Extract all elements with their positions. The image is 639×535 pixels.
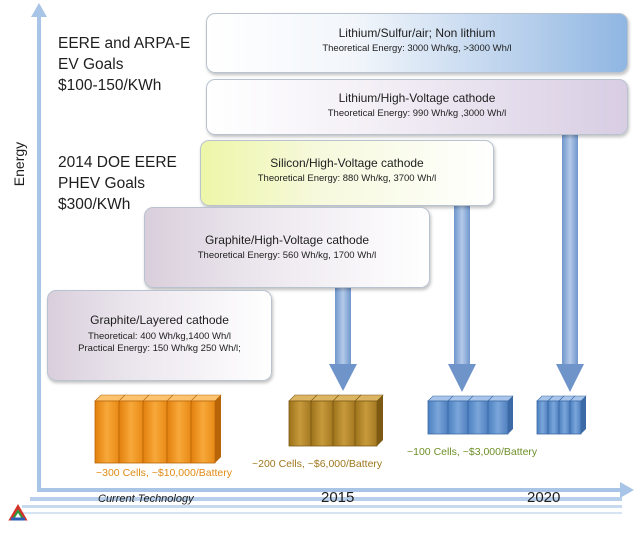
graphite-high-voltage-box: Graphite/High-Voltage cathode Theoretica… <box>144 207 430 288</box>
ev-goals-line1: EERE and ARPA-E <box>58 35 191 52</box>
silicon-high-voltage-box: Silicon/High-Voltage cathode Theoretical… <box>200 140 494 206</box>
battery-2015-caption: ~200 Cells, ~$6,000/Battery <box>252 458 383 470</box>
battery-2020-caption: ~100 Cells, ~$3,000/Battery <box>407 446 538 458</box>
battery-cell <box>332 394 362 447</box>
graphite-high-voltage-title: Graphite/High-Voltage cathode <box>204 233 370 247</box>
lithium-high-voltage-box: Lithium/High-Voltage cathode Theoretical… <box>206 79 628 135</box>
battery-pack-2015 <box>288 394 384 447</box>
x-label-2020: 2020 <box>527 489 561 506</box>
silicon-high-voltage-energy: Theoretical Energy: 880 Wh/kg, 3700 Wh/l <box>257 173 437 184</box>
battery-cell <box>190 394 222 464</box>
graphite-layered-box: Graphite/Layered cathode Theoretical: 40… <box>47 290 272 381</box>
lithium-high-voltage-energy: Theoretical Energy: 990 Wh/kg ,3000 Wh/l <box>327 108 507 119</box>
ev-goals-line2: EV Goals <box>58 56 124 73</box>
phev-goals-line2: PHEV Goals <box>58 175 146 192</box>
battery-pack-side <box>215 395 221 463</box>
current-battery-caption: ~300 Cells, ~$10,000/Battery <box>96 467 233 479</box>
lithium-sulfur-air-box: Lithium/Sulfur/air; Non lithium Theoreti… <box>206 13 628 73</box>
arrow-to-2015 <box>329 288 357 391</box>
battery-cell <box>427 395 454 435</box>
phev-goals: 2014 DOE EERE PHEV Goals $300/KWh <box>58 152 177 215</box>
lithium-sulfur-air-title: Lithium/Sulfur/air; Non lithium <box>338 26 496 40</box>
arrow-to-2020-mid <box>448 206 476 392</box>
battery-cell <box>118 394 150 464</box>
x-label-2015: 2015 <box>321 489 355 506</box>
tri-color-triangle-logo <box>8 504 28 521</box>
silicon-high-voltage-title: Silicon/High-Voltage cathode <box>270 156 424 170</box>
graphite-layered-title: Graphite/Layered cathode <box>90 313 229 327</box>
x-axis-bands <box>14 497 622 514</box>
battery-pack-side <box>508 396 513 434</box>
phev-goals-line3: $300/KWh <box>58 196 131 213</box>
graphite-layered-practical: Practical Energy: 150 Wh/kg 250 Wh/l; <box>78 343 241 354</box>
arrow-to-2020 <box>556 135 584 392</box>
battery-cell <box>142 394 174 464</box>
battery-pack-side <box>377 395 383 446</box>
battery-pack-current <box>94 394 222 464</box>
x-label-current-technology: Current Technology <box>98 493 194 505</box>
y-axis-label: Energy <box>11 141 27 187</box>
ev-goals: EERE and ARPA-E EV Goals $100-150/KWh <box>58 33 190 96</box>
lithium-sulfur-air-energy: Theoretical Energy: 3000 Wh/kg, >3000 Wh… <box>322 43 512 54</box>
phev-goals-line1: 2014 DOE EERE <box>58 154 177 171</box>
graphite-layered-theoretical: Theoretical: 400 Wh/kg,1400 Wh/l <box>87 331 232 342</box>
lithium-high-voltage-title: Lithium/High-Voltage cathode <box>338 91 496 105</box>
graphite-high-voltage-energy: Theoretical Energy: 560 Wh/kg, 1700 Wh/l <box>197 250 377 261</box>
y-axis <box>31 3 47 492</box>
ev-goals-line3: $100-150/KWh <box>58 77 162 94</box>
battery-pack-side <box>581 396 586 434</box>
battery-pack-2020-b <box>536 395 587 435</box>
battery-pack-2020-a <box>427 395 514 435</box>
x-axis <box>37 482 634 498</box>
